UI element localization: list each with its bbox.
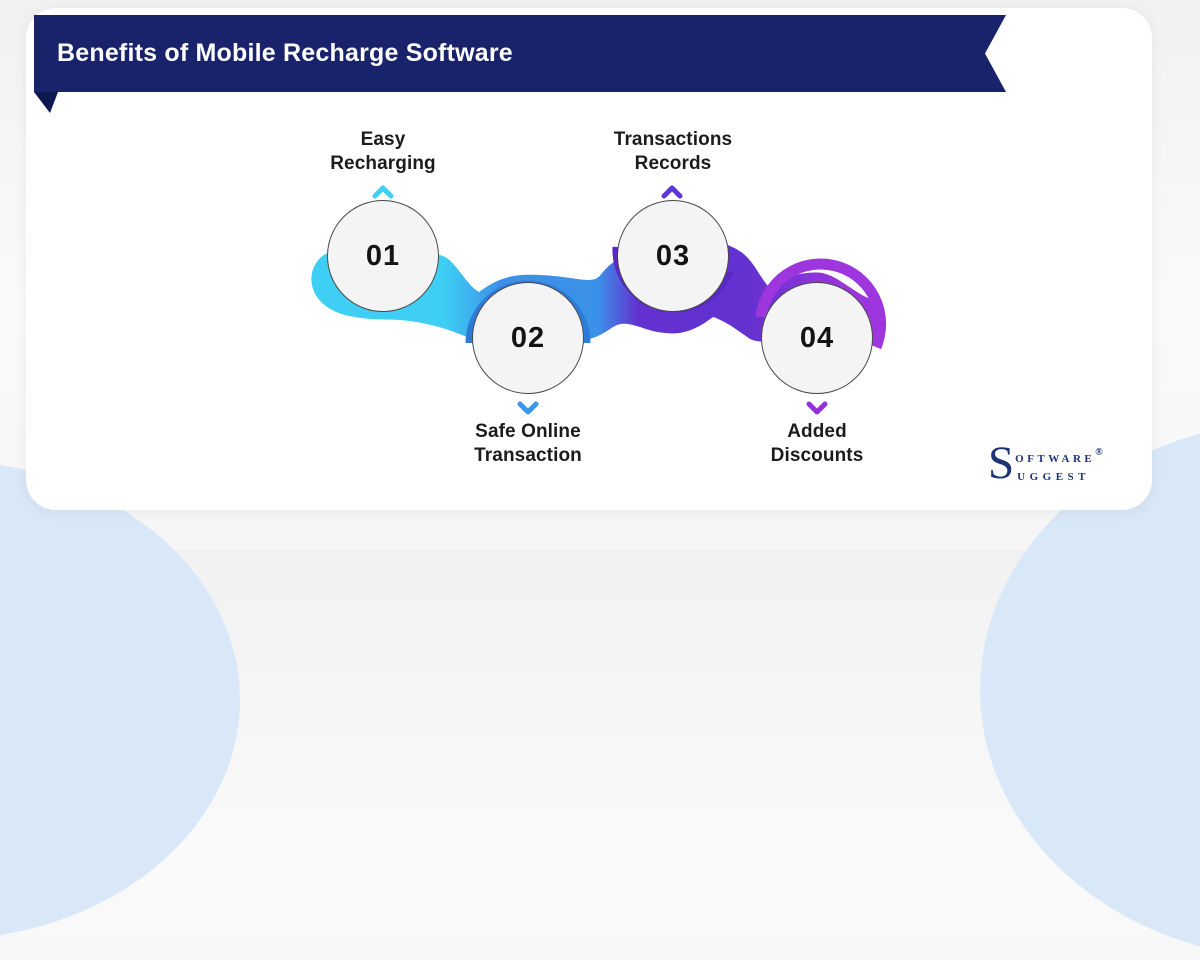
step-number-03: 03 bbox=[655, 240, 691, 272]
step-label-added-discounts: Added Discounts bbox=[697, 420, 937, 468]
page-title: Benefits of Mobile Recharge Software bbox=[57, 39, 513, 67]
ring-step-04 bbox=[755, 258, 887, 350]
step-number-01: 01 bbox=[365, 240, 401, 272]
step-number-04: 04 bbox=[799, 322, 835, 354]
step-label-line: Transactions bbox=[613, 129, 733, 150]
step-label-line: Safe Online bbox=[475, 421, 581, 442]
logo-line-software: oftware® bbox=[1015, 445, 1103, 466]
header-ribbon-fold bbox=[34, 92, 58, 113]
chevron-down-icon-step-02 bbox=[517, 401, 539, 415]
circle-step-02 bbox=[472, 282, 584, 394]
step-label-easy-recharging: Easy Recharging bbox=[263, 128, 503, 176]
ribbon-shape bbox=[34, 15, 1006, 92]
benefits-wave-diagram bbox=[311, 185, 887, 415]
step-label-line: Added bbox=[787, 421, 847, 442]
chevron-up-icon-step-03 bbox=[661, 185, 683, 199]
logo-text-column: oftware® uggest bbox=[1015, 442, 1103, 484]
infographic-page: Benefits of Mobile Recharge Software bbox=[0, 15, 1200, 960]
step-label-line: Easy bbox=[360, 129, 406, 150]
circle-step-03 bbox=[617, 200, 729, 312]
chevron-up-icon-step-01 bbox=[372, 185, 394, 199]
circle-step-01 bbox=[327, 200, 439, 312]
header-ribbon bbox=[34, 15, 1006, 92]
step-label-line: Recharging bbox=[330, 153, 436, 174]
chevron-down-icon-step-04 bbox=[806, 401, 828, 415]
wave-band bbox=[311, 243, 884, 342]
logo-big-s: S bbox=[988, 437, 1015, 489]
logo-line-suggest: uggest bbox=[1017, 468, 1090, 484]
step-label-safe-online-transaction: Safe Online Transaction bbox=[408, 420, 648, 468]
step-label-line: Transaction bbox=[474, 445, 582, 466]
softwaresuggest-logo: S oftware® uggest bbox=[988, 437, 1103, 489]
ribbon-fold-shape bbox=[34, 92, 58, 113]
logo-word-software: oftware bbox=[1015, 450, 1096, 466]
circle-step-04 bbox=[761, 282, 873, 394]
step-label-transactions-records: Transactions Records bbox=[553, 128, 793, 176]
registered-trademark-icon: ® bbox=[1095, 447, 1103, 458]
step-label-line: Records bbox=[634, 153, 712, 174]
step-label-line: Discounts bbox=[770, 445, 864, 466]
step-number-02: 02 bbox=[510, 322, 546, 354]
